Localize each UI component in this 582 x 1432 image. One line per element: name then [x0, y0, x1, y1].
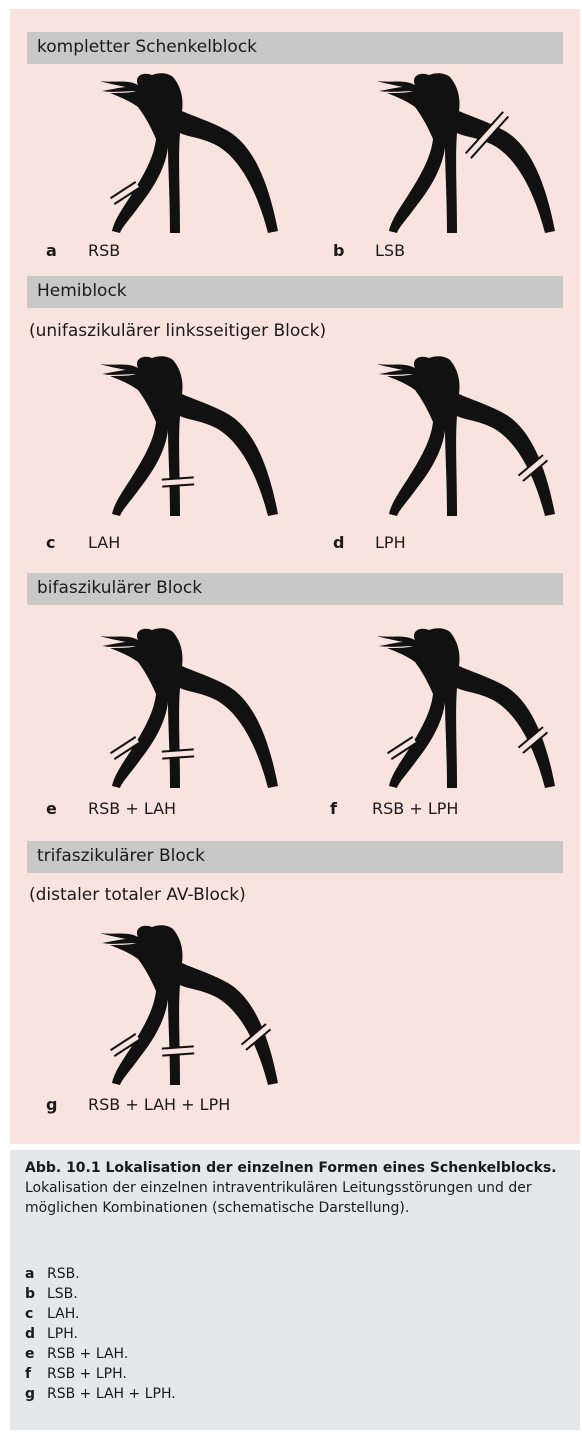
conduction-diagram	[30, 923, 290, 1093]
his-bundle-branches	[100, 925, 278, 1085]
diagram-panel-a	[30, 71, 265, 246]
panel-letter: b	[333, 241, 375, 260]
caption-item-text: LAH.	[47, 1306, 79, 1322]
panel-letter: e	[46, 799, 88, 818]
section-header-bifascicular: bifaszikulärer Block	[27, 573, 563, 605]
caption-item-text: RSB.	[47, 1266, 80, 1282]
section-header-complete: kompletter Schenkelblock	[27, 32, 563, 64]
panel-letter: c	[46, 533, 88, 552]
caption-item-letter: e	[25, 1344, 47, 1364]
block-marker-left-anterior	[162, 477, 194, 487]
panel-text: RSB + LAH + LPH	[88, 1095, 230, 1114]
his-bundle-branches	[377, 356, 555, 516]
caption-item-text: RSB + LAH + LPH.	[47, 1386, 176, 1402]
section-subtitle-hemiblock: (unifaszikulärer linksseitiger Block)	[29, 321, 326, 341]
caption-item-text: LSB.	[47, 1286, 78, 1302]
panel-text: LAH	[88, 533, 120, 552]
panel-letter: a	[46, 241, 88, 260]
figure-caption: Abb. 10.1 Lokalisation der einzelnen For…	[10, 1150, 580, 1430]
conduction-diagram	[30, 354, 290, 524]
caption-body: Lokalisation der einzelnen intraventriku…	[25, 1180, 532, 1216]
conduction-diagram	[30, 626, 290, 796]
section-header-hemiblock: Hemiblock	[27, 276, 563, 308]
block-marker-left-anterior	[162, 749, 194, 759]
conduction-diagram	[307, 354, 567, 524]
his-bundle-branches	[377, 628, 555, 788]
conduction-diagram	[307, 71, 567, 241]
panel-text: RSB + LPH	[372, 799, 458, 818]
block-marker-left-anterior	[162, 1046, 194, 1056]
his-bundle-branches	[100, 356, 278, 516]
diagram-panel-c	[30, 354, 265, 529]
caption-item-letter: a	[25, 1264, 47, 1284]
caption-item-text: LPH.	[47, 1326, 78, 1342]
panel-letter: f	[330, 799, 372, 818]
caption-item-letter: g	[25, 1384, 47, 1404]
section-header-trifascicular: trifaszikulärer Block	[27, 841, 563, 873]
panel-text: LSB	[375, 241, 405, 260]
section-subtitle-trifascicular: (distaler totaler AV-Block)	[29, 885, 246, 905]
diagram-panel-e	[30, 626, 265, 801]
his-bundle-branches	[100, 73, 278, 233]
his-bundle-branches	[100, 628, 278, 788]
diagram-panel-b	[307, 71, 542, 246]
diagram-panel-f	[307, 626, 542, 801]
diagram-panel-d	[307, 354, 542, 529]
panel-text: RSB + LAH	[88, 799, 176, 818]
section-title: trifaszikulärer Block	[37, 846, 205, 866]
conduction-diagram	[30, 71, 290, 241]
section-title: Hemiblock	[37, 281, 127, 301]
panel-text: LPH	[375, 533, 406, 552]
caption-item-letter: c	[25, 1304, 47, 1324]
caption-item-text: RSB + LPH.	[47, 1366, 127, 1382]
diagram-panel-g	[30, 923, 265, 1098]
caption-item-letter: f	[25, 1364, 47, 1384]
section-title: bifaszikulärer Block	[37, 578, 202, 598]
caption-item-letter: b	[25, 1284, 47, 1304]
panel-letter: d	[333, 533, 375, 552]
conduction-diagram	[307, 626, 567, 796]
panel-text: RSB	[88, 241, 120, 260]
section-title: kompletter Schenkelblock	[37, 37, 257, 57]
caption-item-letter: d	[25, 1324, 47, 1344]
caption-title: Abb. 10.1 Lokalisation der einzelnen For…	[25, 1160, 557, 1176]
caption-item-text: RSB + LAH.	[47, 1346, 128, 1362]
panel-letter: g	[46, 1095, 88, 1114]
caption-text: Abb. 10.1 Lokalisation der einzelnen For…	[25, 1158, 570, 1218]
